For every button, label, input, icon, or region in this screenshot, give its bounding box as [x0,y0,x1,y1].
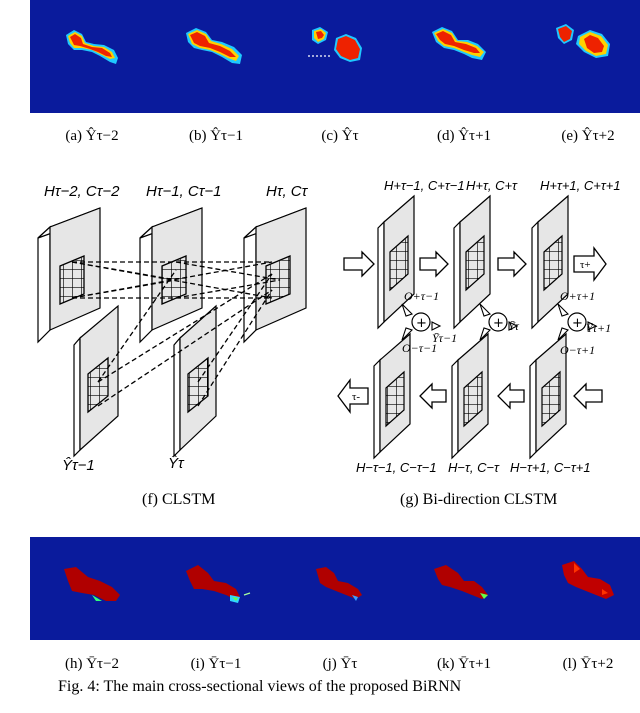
clstm-state-label-3: Hτ, Cτ [266,183,309,200]
forward-arrow-out [573,246,607,282]
backward-arrow-out [337,378,369,414]
forward-label-2: H+τ, C+τ [466,178,518,193]
caption-i: (i) Ȳτ−1 [190,656,242,672]
caption-j: (j) Ȳτ [322,656,358,672]
heatmap-h [30,537,154,640]
clstm-state-block-1 [37,207,101,344]
caption-k: (k) Ȳτ+1 [436,656,492,672]
forward-out-label-1: O+τ−1 [404,289,439,303]
backward-out-label-1: O−τ−1 [402,341,437,355]
heatmap-a [30,0,154,113]
forward-label-1: H+τ−1, C+τ−1 [384,178,465,193]
svg-text:+: + [572,316,583,331]
clstm-input-label-2: Ŷτ [168,455,185,472]
backward-out-label-2: O−τ+1 [560,343,595,357]
clstm-state-block-2 [139,207,203,344]
forward-direction-label: τ+ [580,259,591,271]
caption-h: (h) Ȳτ−2 [64,656,120,672]
heatmap-d [402,0,526,113]
clstm-input-label-1: Ŷτ−1 [62,457,95,474]
forward-out-label-2: O+τ+1 [560,289,595,303]
forward-block-3 [531,194,569,330]
backward-block-1 [373,332,411,460]
bidirection-clstm-diagram: τ+ τ- + + + [337,178,621,475]
caption-d: (d) Ŷτ+1 [436,128,492,144]
combine-node-2: + [479,303,519,341]
forward-arrow-1 [419,250,449,278]
clstm-input-block-1 [73,304,119,458]
caption-c: (c) Ŷτ [321,128,359,144]
ybar-label-1: Ȳτ−1 [432,331,457,345]
heatmap-l [526,537,640,640]
combine-node-1: + [401,303,442,341]
clstm-state-label-1: Hτ−2, Cτ−2 [44,183,120,200]
heatmap-b [154,0,278,113]
backward-arrow-1 [419,382,447,410]
caption-a: (a) Ŷτ−2 [65,128,119,144]
clstm-input-block-2 [173,304,217,458]
heatmap-i [154,537,278,640]
backward-label-3: H−τ+1, C−τ+1 [510,460,591,475]
heatmap-k [402,537,526,640]
backward-block-3 [529,332,567,460]
backward-label-1: H−τ−1, C−τ−1 [356,460,437,475]
backward-arrow-in [573,382,603,410]
backward-direction-label: τ- [352,391,360,403]
forward-arrow-in [343,250,375,278]
clstm-connections [71,261,281,407]
ybar-label-3: Ȳτ+1 [586,321,611,335]
backward-arrows [337,378,603,414]
clstm-state-label-2: Hτ−1, Cτ−1 [146,183,221,200]
caption-f: (f) CLSTM [142,491,215,508]
heatmap-j [278,537,402,640]
forward-arrows [343,246,607,282]
diagram-svg: Hτ−2, Cτ−2 Hτ−1, Cτ−1 Hτ, Cτ Ŷτ−1 Ŷτ [37,178,621,508]
heatmap-c [278,0,402,113]
svg-text:+: + [416,316,427,331]
caption-l: (l) Ȳτ+2 [562,656,614,672]
heatmap-e [526,0,640,113]
svg-text:+: + [493,316,504,331]
diagram-area: Hτ−2, Cτ−2 Hτ−1, Cτ−1 Hτ, Cτ Ŷτ−1 Ŷτ [0,170,640,515]
caption-g: (g) Bi-direction CLSTM [400,491,557,508]
combine-node-3: + [557,303,598,341]
clstm-state-block-3 [243,207,307,344]
ybar-label-2: Ȳτ [508,319,520,333]
figure-caption: Fig. 4: The main cross-sectional views o… [58,678,462,695]
forward-block-2 [453,194,491,330]
forward-arrow-2 [497,250,527,278]
backward-arrow-2 [497,382,525,410]
clstm-diagram: Hτ−2, Cτ−2 Hτ−1, Cτ−1 Hτ, Cτ Ŷτ−1 Ŷτ [37,183,309,474]
forward-block-1 [377,194,415,330]
caption-e: (e) Ŷτ+2 [561,128,615,144]
backward-block-2 [451,332,489,460]
forward-label-3: H+τ+1, C+τ+1 [540,178,621,193]
caption-b: (b) Ŷτ−1 [188,128,244,144]
backward-label-2: H−τ, C−τ [448,460,500,475]
